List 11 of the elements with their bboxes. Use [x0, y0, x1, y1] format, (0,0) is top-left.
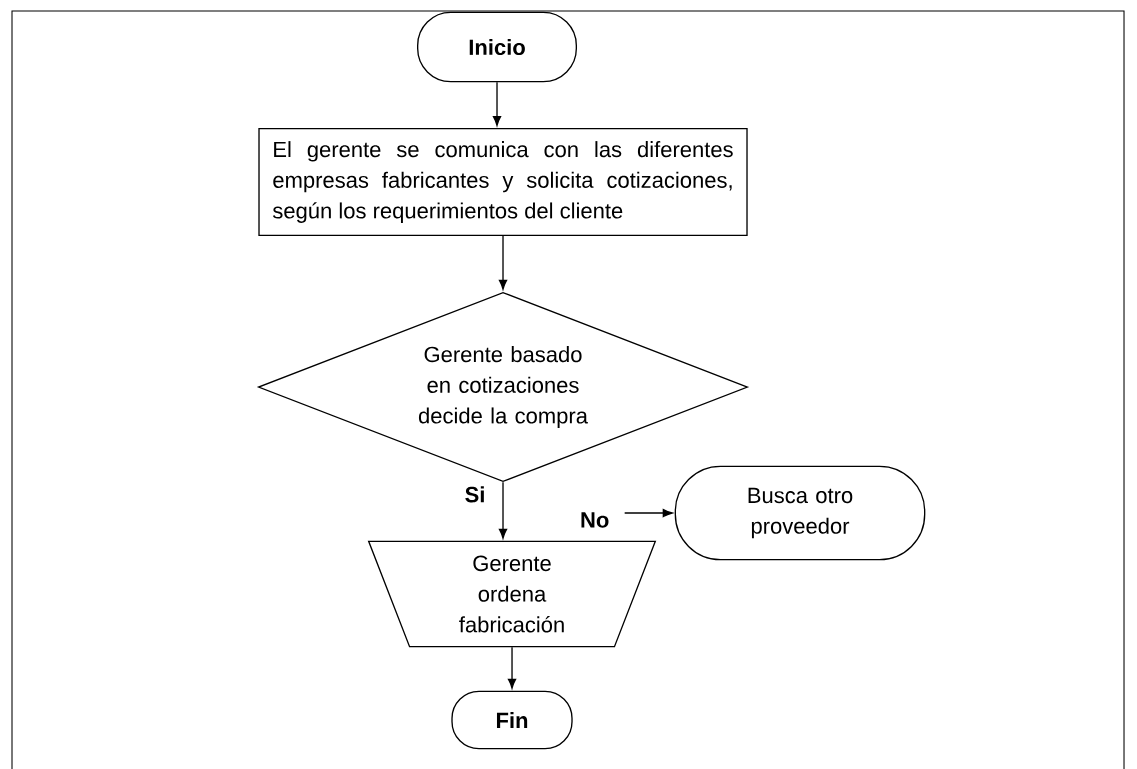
- terminal-box: Busca otro proveedor: [674, 465, 926, 561]
- terminal-box: Inicio: [417, 11, 577, 83]
- arrow: [624, 508, 673, 518]
- arrow: [507, 646, 517, 689]
- terminal-box: Fin: [451, 690, 573, 750]
- arrow: [492, 81, 502, 126]
- process-box: El gerente se comunica con las diferentes empresas fabricantes y solicita cotizaciones, según los requerimientos del cliente: [258, 128, 748, 236]
- edge-label: Si: [463, 484, 487, 504]
- edge-label: No: [578, 511, 611, 529]
- arrow: [498, 235, 508, 290]
- arrow: [498, 481, 508, 539]
